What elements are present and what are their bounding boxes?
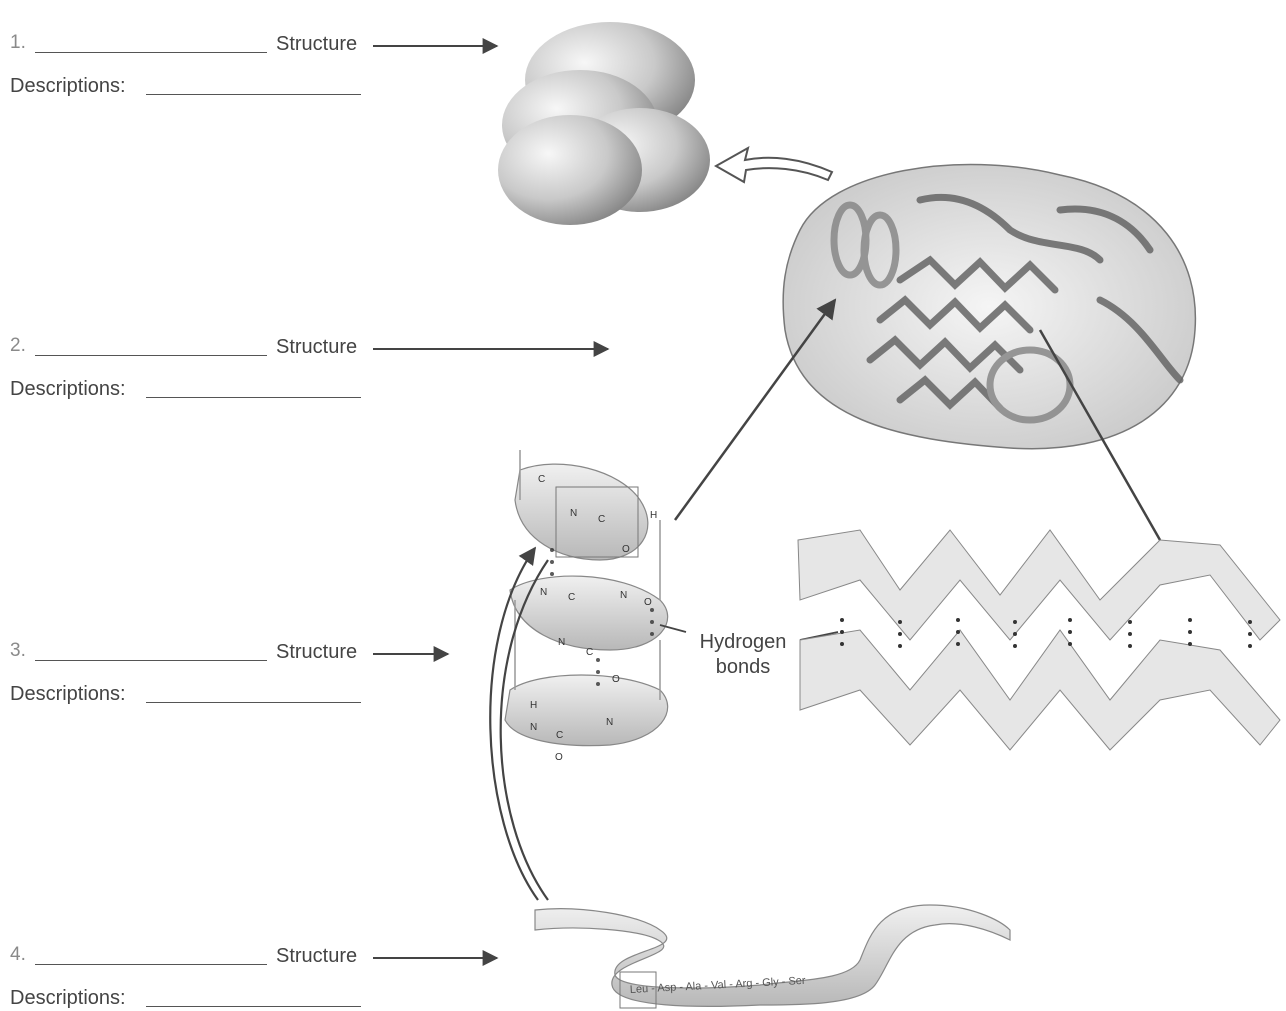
atom-n: N bbox=[558, 637, 565, 648]
hollow-arrow bbox=[716, 148, 832, 182]
residue: Asp bbox=[657, 982, 677, 995]
atom-c: C bbox=[586, 647, 593, 658]
atom-h: H bbox=[530, 700, 537, 711]
atom-n: N bbox=[606, 717, 613, 728]
atom-n: N bbox=[570, 508, 577, 519]
residue: Ser bbox=[788, 975, 806, 988]
quaternary-globule bbox=[498, 22, 710, 225]
helix-to-tertiary-arrow bbox=[675, 300, 835, 520]
atom-o: O bbox=[622, 544, 630, 555]
atom-n: N bbox=[530, 722, 537, 733]
residue: Leu bbox=[630, 983, 649, 996]
atom-o: O bbox=[644, 597, 652, 608]
atom-c: C bbox=[556, 730, 563, 741]
atom-c: C bbox=[568, 592, 575, 603]
atom-n: N bbox=[540, 587, 547, 598]
residue: Ala bbox=[685, 980, 702, 993]
atom-c: C bbox=[538, 474, 545, 485]
atom-o: O bbox=[555, 752, 563, 763]
alpha-helix: C N C O H N C N O N C O H N C N O bbox=[505, 450, 668, 763]
primary-ribbon: Leu - Asp - Ala - Val - Arg - Gly - Ser bbox=[535, 905, 1010, 1008]
residue: Val bbox=[711, 979, 727, 992]
residue: Gly bbox=[762, 976, 780, 989]
beta-sheet bbox=[798, 530, 1280, 750]
atom-n: N bbox=[620, 590, 627, 601]
atom-c: C bbox=[598, 514, 605, 525]
residue: Arg bbox=[735, 978, 753, 991]
atom-h: H bbox=[650, 510, 657, 521]
atom-o: O bbox=[612, 674, 620, 685]
tertiary-structure bbox=[783, 164, 1195, 448]
